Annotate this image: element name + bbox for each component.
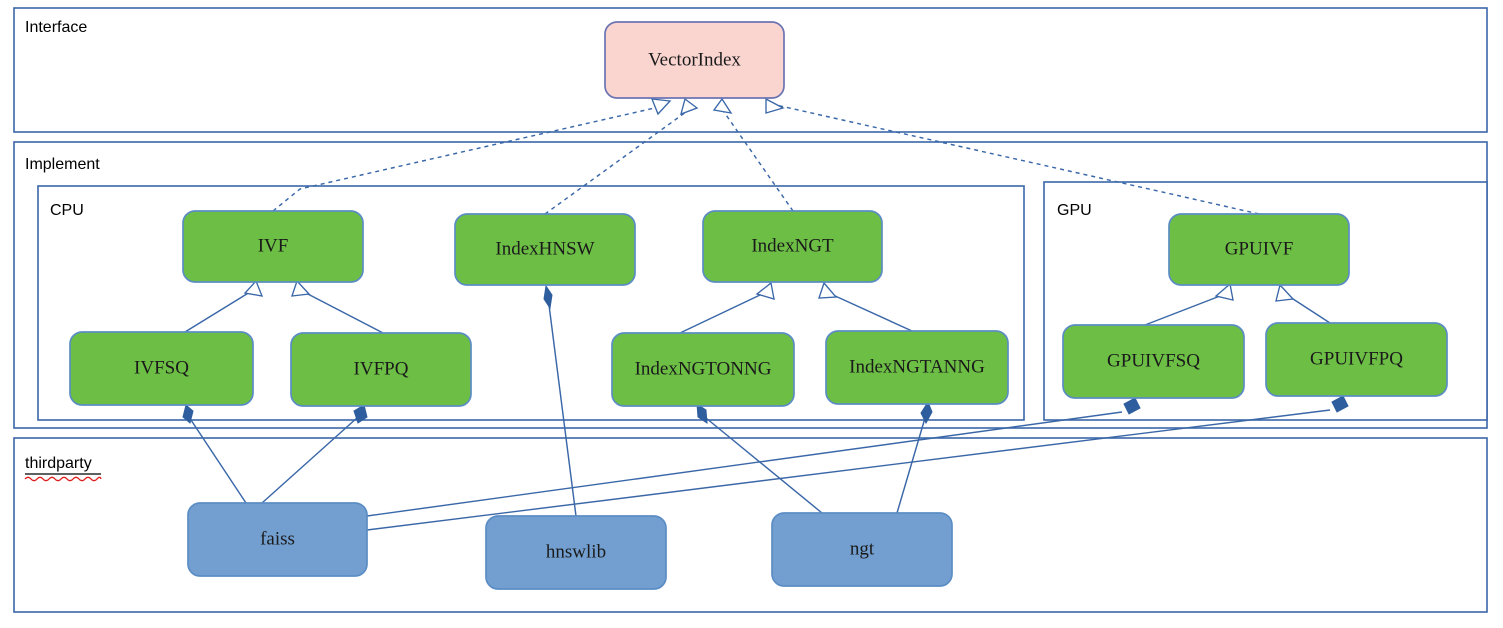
edge-ivfsq-to-ivf (184, 279, 264, 333)
inheritance-arrowhead-icon (680, 97, 699, 116)
inheritance-arrowhead-icon (818, 281, 838, 299)
inheritance-arrowhead-icon (650, 98, 672, 116)
node-indexngt-label: IndexNGT (751, 235, 834, 256)
node-gpuivfsq-rect[interactable] (1062, 324, 1245, 399)
node-ivfpq-label: IVFPQ (354, 358, 409, 379)
node-gpuivfpq-rect[interactable] (1265, 322, 1448, 397)
edge-faiss-to-ivfsq-line (188, 416, 247, 504)
node-indexhnsw-label: IndexHNSW (495, 238, 594, 259)
edge-indexhnsw-to-vectorindex-line (544, 111, 687, 215)
composition-diamond-icon (543, 284, 553, 310)
node-gpuivfsq[interactable]: GPUIVFSQ (1062, 324, 1245, 399)
node-gpuivfpq-label: GPUIVFPQ (1310, 348, 1403, 369)
node-indexhnsw-rect[interactable] (454, 213, 636, 286)
node-gpuivfsq-label: GPUIVFSQ (1107, 350, 1200, 371)
node-ngt-label: ngt (850, 538, 875, 559)
node-faiss-rect[interactable] (187, 502, 368, 577)
composition-diamond-icon (696, 403, 708, 424)
composition-diamond-icon (182, 404, 194, 424)
node-indexngtonng-rect[interactable] (611, 332, 795, 407)
inheritance-arrowhead-icon (1275, 283, 1295, 302)
edge-gpuivfpq-to-gpuivf-line (1289, 296, 1331, 324)
edge-gpuivfsq-to-gpuivf-line (1144, 295, 1221, 326)
edge-gpuivf-to-vectorindex (765, 97, 1260, 215)
edge-faiss-to-ivfsq (182, 404, 247, 504)
node-ivfsq[interactable]: IVFSQ (69, 331, 254, 406)
inheritance-arrowhead-icon (765, 97, 785, 114)
composition-diamond-icon (353, 404, 368, 424)
edge-ngt-to-indexngtanng-line (896, 417, 926, 514)
node-ngt[interactable]: ngt (771, 512, 953, 587)
node-vectorindex[interactable]: VectorIndex (604, 21, 785, 99)
node-indexhnsw[interactable]: IndexHNSW (454, 213, 636, 286)
node-faiss-label: faiss (260, 528, 295, 549)
inheritance-arrowhead-icon (712, 97, 733, 114)
edge-faiss-to-ivfpq-line (261, 416, 359, 504)
container-gpu-label: GPU (1057, 202, 1092, 219)
node-ivfsq-rect[interactable] (69, 331, 254, 406)
node-ivf-label: IVF (258, 235, 289, 256)
node-gpuivf[interactable]: GPUIVF (1168, 213, 1350, 286)
node-gpuivf-label: GPUIVF (1225, 238, 1294, 259)
edge-indexngtanng-to-indexngt-line (832, 294, 913, 332)
node-hnswlib[interactable]: hnswlib (485, 515, 667, 590)
node-gpuivfpq[interactable]: GPUIVFPQ (1265, 322, 1448, 397)
edge-indexngtanng-to-indexngt (818, 281, 913, 332)
edge-ngt-to-indexngtonng-line (705, 417, 823, 514)
node-indexngtanng-label: IndexNGTANNG (849, 356, 985, 377)
inheritance-arrowhead-icon (1214, 282, 1234, 301)
edge-ngt-to-indexngtonng (696, 403, 823, 514)
composition-diamond-icon (920, 400, 933, 425)
node-ngt-rect[interactable] (771, 512, 953, 587)
node-ivfpq-rect[interactable] (290, 332, 472, 407)
edge-gpuivfpq-to-gpuivf (1275, 283, 1331, 324)
edge-indexhnsw-to-vectorindex (544, 97, 699, 215)
thirdparty-spellcheck-squiggle (24, 476, 102, 482)
edge-ivf-to-vectorindex-line (272, 106, 660, 212)
node-gpuivf-rect[interactable] (1168, 213, 1350, 286)
composition-diamond-icon (1331, 395, 1349, 413)
node-indexngtanng-rect[interactable] (825, 330, 1009, 405)
edge-faiss-to-ivfpq (261, 404, 368, 504)
edge-faiss-to-gpuivfsq-line (366, 411, 1123, 517)
edge-ivfpq-to-ivf-line (303, 291, 384, 334)
edge-hnswlib-to-indexhnsw (543, 284, 577, 517)
edge-hnswlib-to-indexhnsw-line (548, 304, 577, 517)
edge-faiss-to-gpuivfpq (366, 395, 1349, 531)
edge-gpuivf-to-vectorindex-line (775, 104, 1260, 215)
container-interface-label: Interface (25, 19, 87, 36)
edge-indexngt-to-vectorindex (712, 97, 794, 212)
node-indexngt-rect[interactable] (702, 210, 883, 283)
edge-indexngtonng-to-indexngt (679, 281, 775, 334)
node-indexngtanng[interactable]: IndexNGTANNG (825, 330, 1009, 405)
container-implement-label: Implement (25, 156, 100, 173)
inheritance-arrowhead-icon (755, 281, 775, 300)
node-ivfpq[interactable]: IVFPQ (290, 332, 472, 407)
edge-ivfsq-to-ivf-line (184, 291, 251, 333)
node-ivfsq-label: IVFSQ (134, 357, 189, 378)
edge-gpuivfsq-to-gpuivf (1144, 282, 1234, 326)
edge-faiss-to-gpuivfsq (366, 397, 1141, 517)
node-vectorindex-rect[interactable] (604, 21, 785, 99)
edge-indexngtonng-to-indexngt-line (679, 294, 761, 334)
node-ivf-rect[interactable] (182, 210, 364, 283)
node-indexngtonng-label: IndexNGTONNG (635, 358, 772, 379)
node-hnswlib-label: hnswlib (546, 541, 606, 562)
node-hnswlib-rect[interactable] (485, 515, 667, 590)
container-cpu-label: CPU (50, 202, 84, 219)
node-indexngtonng[interactable]: IndexNGTONNG (611, 332, 795, 407)
inheritance-arrowhead-icon (243, 279, 264, 297)
node-ivf[interactable]: IVF (182, 210, 364, 283)
edge-ivfpq-to-ivf (291, 279, 384, 334)
inheritance-arrowhead-icon (291, 279, 311, 297)
edge-faiss-to-gpuivfpq-line (366, 409, 1331, 531)
node-vectorindex-label: VectorIndex (648, 49, 741, 70)
edge-ngt-to-indexngtanng (896, 400, 933, 514)
node-faiss[interactable]: faiss (187, 502, 368, 577)
composition-diamond-icon (1123, 397, 1141, 415)
edge-ivf-to-vectorindex (272, 98, 672, 212)
node-indexngt[interactable]: IndexNGT (702, 210, 883, 283)
container-thirdparty-label: thirdparty (25, 455, 92, 472)
